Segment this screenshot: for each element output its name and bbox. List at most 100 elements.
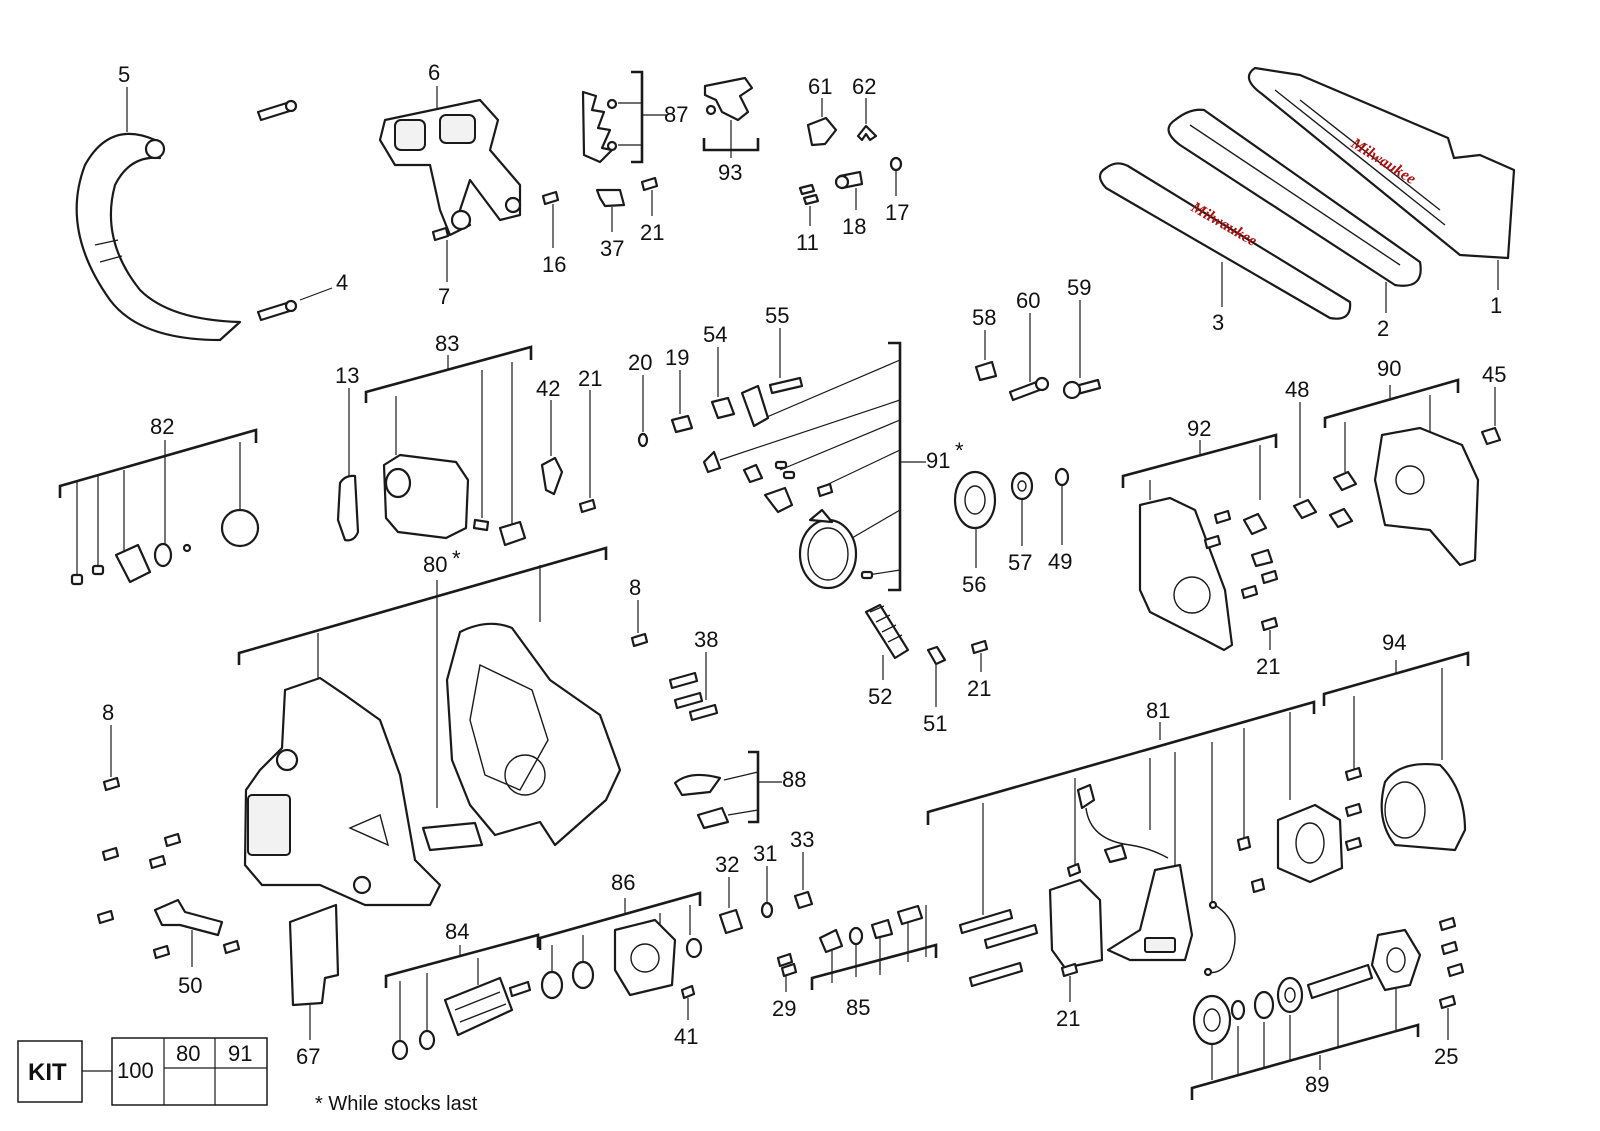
part-screw bbox=[1446, 962, 1465, 978]
callout-19: 19 bbox=[665, 345, 689, 370]
callout-21-c: 21 bbox=[967, 676, 991, 701]
callout-25: 25 bbox=[1434, 1044, 1458, 1069]
part-pad bbox=[1328, 507, 1354, 529]
part-bar-nut bbox=[1480, 426, 1502, 446]
callout-60: 60 bbox=[1016, 288, 1040, 313]
part-bearing bbox=[685, 937, 703, 959]
part-screw bbox=[1066, 862, 1082, 878]
part-screw bbox=[152, 944, 171, 960]
part-gear bbox=[1192, 994, 1232, 1046]
kit-item-100: 100 bbox=[117, 1058, 154, 1083]
callout-62: 62 bbox=[852, 74, 876, 99]
part-clip bbox=[595, 188, 626, 208]
part-gasket bbox=[336, 474, 360, 542]
part-screw bbox=[1440, 940, 1459, 956]
part-screw bbox=[148, 854, 167, 870]
callout-8-b: 8 bbox=[102, 700, 114, 725]
part-bumper-spike bbox=[581, 90, 618, 164]
callout-67: 67 bbox=[296, 1044, 320, 1069]
part-screw bbox=[1438, 994, 1457, 1010]
part-adjuster-block bbox=[974, 360, 998, 382]
part-screw bbox=[680, 984, 696, 1000]
part-screw bbox=[673, 691, 704, 710]
part-screw bbox=[630, 632, 649, 648]
part-retaining-ring bbox=[1253, 990, 1275, 1020]
part-small-nut bbox=[1250, 877, 1266, 894]
part-bearing bbox=[1276, 976, 1304, 1014]
callout-86: 86 bbox=[611, 870, 635, 895]
part-wire-clip bbox=[673, 773, 722, 797]
part-brush-holder bbox=[613, 918, 677, 997]
mark-80: * bbox=[452, 546, 461, 571]
part-washer bbox=[1010, 471, 1034, 501]
callout-82: 82 bbox=[150, 414, 174, 439]
part-housing-right bbox=[445, 622, 622, 847]
callout-37: 37 bbox=[600, 236, 624, 261]
callout-56: 56 bbox=[962, 572, 986, 597]
part-nut bbox=[793, 890, 814, 910]
part-hand-guard bbox=[378, 98, 522, 237]
part-drive-shaft bbox=[1306, 963, 1374, 1000]
part-screw bbox=[102, 776, 121, 792]
callout-5: 5 bbox=[118, 62, 130, 87]
part-ball bbox=[182, 543, 192, 553]
callout-50: 50 bbox=[178, 973, 202, 998]
part-screw bbox=[1060, 962, 1079, 978]
callout-31: 31 bbox=[753, 841, 777, 866]
part-screw bbox=[101, 846, 120, 862]
part-washer bbox=[1230, 999, 1246, 1021]
callout-57: 57 bbox=[1008, 550, 1032, 575]
footnote: * While stocks last bbox=[315, 1093, 478, 1115]
part-screw bbox=[1240, 584, 1259, 600]
part-brake-band bbox=[798, 508, 858, 590]
part-screw bbox=[541, 190, 560, 206]
callout-21-a: 21 bbox=[640, 220, 664, 245]
part-brake-lever-pin bbox=[742, 463, 764, 484]
callout-8-a: 8 bbox=[629, 575, 641, 600]
part-nut bbox=[670, 414, 694, 434]
part-switch-lever bbox=[153, 898, 224, 937]
part-spring-wire bbox=[702, 450, 722, 474]
callout-51: 51 bbox=[923, 711, 947, 736]
callout-20: 20 bbox=[628, 350, 652, 375]
part-screw bbox=[222, 939, 241, 955]
part-screw bbox=[1260, 616, 1279, 632]
mark-91: * bbox=[955, 438, 964, 463]
callout-88: 88 bbox=[782, 767, 806, 792]
part-e-ring bbox=[1054, 467, 1070, 487]
part-brake-actuator bbox=[763, 486, 794, 514]
part-e-clip bbox=[637, 432, 649, 448]
callout-90: 90 bbox=[1377, 356, 1401, 381]
part-screw bbox=[816, 482, 834, 498]
callout-93: 93 bbox=[718, 160, 742, 185]
part-latch bbox=[806, 116, 838, 147]
part-stator bbox=[1276, 803, 1344, 884]
callout-33: 33 bbox=[790, 827, 814, 852]
part-bearing bbox=[391, 1039, 409, 1061]
part-spring-clip bbox=[856, 124, 878, 142]
part-bar-cover: Milwaukee bbox=[1247, 66, 1516, 260]
part-pin bbox=[798, 183, 820, 206]
part-screw bbox=[1344, 766, 1363, 782]
part-washer bbox=[760, 901, 774, 919]
part-screw bbox=[970, 639, 989, 655]
callout-11: 11 bbox=[796, 230, 819, 255]
part-brake-spring bbox=[864, 603, 910, 660]
part-pinion bbox=[718, 908, 744, 935]
part-oil-pump bbox=[818, 928, 844, 954]
part-bearing bbox=[418, 1029, 436, 1051]
part-washer bbox=[540, 970, 564, 1000]
part-pivot bbox=[834, 170, 864, 190]
part-screw bbox=[1344, 802, 1363, 818]
part-motor-cover bbox=[1380, 763, 1467, 852]
callout-4: 4 bbox=[336, 270, 348, 295]
callout-21-d: 21 bbox=[1256, 654, 1280, 679]
part-label-plate bbox=[421, 821, 484, 852]
part-oil-pickup bbox=[498, 520, 527, 547]
part-ring bbox=[889, 156, 903, 172]
callout-87: 87 bbox=[664, 102, 688, 127]
part-clutch-cover bbox=[1373, 426, 1480, 567]
part-lockout-trigger bbox=[703, 76, 754, 122]
callout-84: 84 bbox=[445, 919, 469, 944]
part-bearing-retainer bbox=[1370, 928, 1422, 992]
